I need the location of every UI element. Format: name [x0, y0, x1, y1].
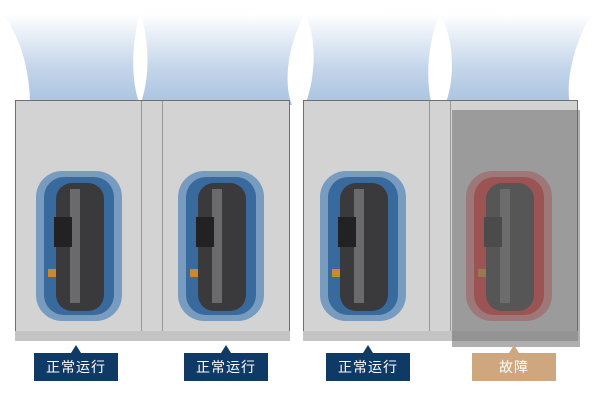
compressor-3 — [320, 171, 406, 321]
status-badge-3: 正常运行 — [326, 353, 410, 381]
compressor-1 — [36, 171, 122, 321]
status-pointer-4 — [509, 345, 519, 353]
airflow-plumes — [2, 14, 592, 105]
status-badge-2: 正常运行 — [184, 353, 268, 381]
status-pointer-3 — [363, 345, 373, 353]
status-badge-1: 正常运行 — [34, 353, 118, 381]
compressor-2 — [178, 171, 264, 321]
fault-highlight-overlay — [452, 110, 580, 347]
status-pointer-2 — [221, 345, 231, 353]
airflow-plume-1 — [2, 14, 140, 105]
unit-base-right — [303, 331, 578, 341]
airflow-plume-2 — [140, 14, 305, 105]
unit-base-left — [15, 331, 290, 341]
status-badge-4-fault: 故障 — [472, 353, 556, 381]
airflow-plume-4 — [440, 14, 592, 105]
airflow-plume-3 — [305, 14, 440, 105]
status-pointer-1 — [71, 345, 81, 353]
